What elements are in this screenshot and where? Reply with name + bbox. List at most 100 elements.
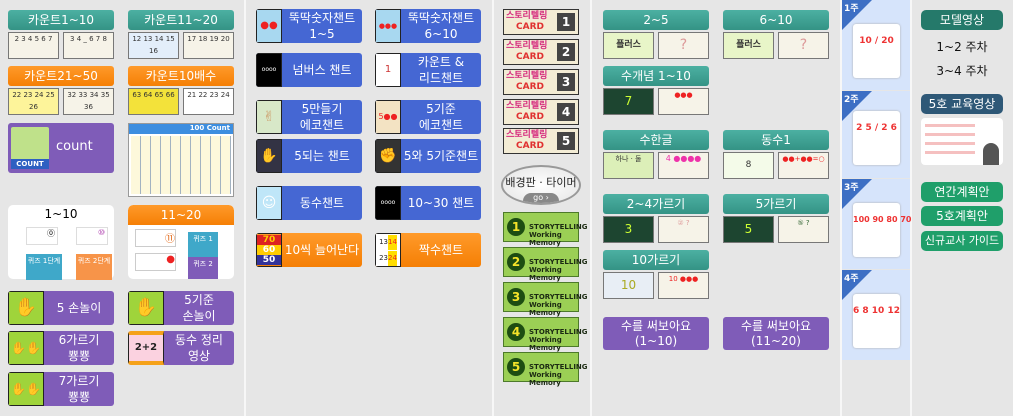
- week-card[interactable]: 100 90 80 70: [853, 203, 911, 257]
- number-hangul-button[interactable]: 수한글: [603, 130, 709, 150]
- count-multiples-10-button[interactable]: 카운트10배수: [128, 66, 234, 86]
- blackboard-thumb[interactable]: 7: [603, 88, 654, 115]
- doubles-1-button[interactable]: 동수1: [723, 130, 829, 150]
- weeks-3-4-link[interactable]: 3~4 주차: [936, 64, 988, 78]
- hand-play-5-base-button[interactable]: ✋5기준 손놀이: [128, 291, 234, 325]
- eleven-card[interactable]: ⑪: [135, 229, 176, 247]
- split-7-button[interactable]: ✋✋7가르기 뿅뿅: [8, 372, 114, 406]
- count-11-20-thumb-b[interactable]: 17 18 19 20: [183, 32, 234, 59]
- doubles-chant-button[interactable]: ☺동수챈트: [256, 186, 362, 220]
- quiz-level-2-button[interactable]: 퀴즈 2단계: [76, 254, 112, 280]
- split-2-4-button[interactable]: 2~4가르기: [603, 194, 709, 214]
- becoming-5-chant-button[interactable]: ✋5되는 챈트: [256, 139, 362, 173]
- quiz-2-button[interactable]: 퀴즈 2: [188, 257, 218, 279]
- story-title: 스토리텔링: [506, 130, 548, 140]
- ten-thumb[interactable]: 10: [603, 272, 654, 299]
- doubles-thumb-b[interactable]: ●●+●●=○: [778, 152, 829, 179]
- question-thumb[interactable]: ?: [778, 32, 829, 59]
- count-icon: COUNT 2: [11, 127, 49, 169]
- split-5-button[interactable]: 5가르기: [723, 194, 829, 214]
- count-x10-thumb-a[interactable]: 63 64 65 66: [128, 88, 179, 115]
- button-label: 5기준 손놀이: [182, 293, 216, 323]
- doubles-thumb-a[interactable]: 8: [723, 152, 774, 179]
- button-label: 5기준 에코챈트: [418, 102, 464, 132]
- zero-card[interactable]: ⓪: [26, 227, 58, 245]
- number-chant-1-5-button[interactable]: ●●뚝딱숫자챈트 1~5: [256, 9, 362, 43]
- apples-thumb[interactable]: ●●●: [658, 88, 709, 115]
- background-timer-button[interactable]: 배경판 · 타이머 go ›: [501, 165, 581, 205]
- annual-plan-button[interactable]: 연간계획안: [921, 182, 1003, 202]
- count-button[interactable]: COUNT 2 count: [8, 123, 114, 173]
- split-10-thumb[interactable]: 10 ●●●: [658, 272, 709, 299]
- five-and-base-5-chant-button[interactable]: ✊5와 5기준챈트: [375, 139, 481, 173]
- presenter-icon: [983, 143, 999, 165]
- blackboard-thumb[interactable]: 5: [723, 216, 774, 243]
- question-thumb[interactable]: ?: [658, 32, 709, 59]
- education-video-thumbnail[interactable]: [921, 118, 1003, 165]
- split-thumb[interactable]: ② ?: [658, 216, 709, 243]
- plus-6-10-button[interactable]: 6~10: [723, 10, 829, 30]
- plus-thumb[interactable]: 플러스: [723, 32, 774, 59]
- quiz-1-button[interactable]: 퀴즈 1: [188, 232, 218, 258]
- week-card[interactable]: 10 / 20: [853, 24, 900, 78]
- count-1-10-thumb-b[interactable]: 3 4 _ 6 7 8: [63, 32, 114, 59]
- count-1-10-button[interactable]: 카운트1~10: [8, 10, 114, 30]
- number-chant-6-10-button[interactable]: ●●●뚝딱숫자챈트 6~10: [375, 9, 481, 43]
- base-5-echo-chant-button[interactable]: 5●●5기준 에코챈트: [375, 100, 481, 134]
- plan-5-button[interactable]: 5호계획안: [921, 206, 1003, 226]
- count-11-20-button[interactable]: 카운트11~20: [128, 10, 234, 30]
- quiz-level-1-button[interactable]: 퀴즈 1단계: [26, 254, 62, 280]
- split-10-button[interactable]: 10가르기: [603, 250, 709, 270]
- count-21-50-thumb-a[interactable]: 22 23 24 25 26: [8, 88, 59, 115]
- week-card[interactable]: 6 8 10 12: [853, 294, 900, 348]
- count-label: count: [56, 139, 93, 154]
- hangul-thumb-b[interactable]: 4 ●●●●: [658, 152, 709, 179]
- new-teacher-guide-button[interactable]: 신규교사 가이드: [921, 231, 1003, 251]
- split-thumb[interactable]: ⑤ ?: [778, 216, 829, 243]
- plus-thumb[interactable]: 플러스: [603, 32, 654, 59]
- write-numbers-1-10-button[interactable]: 수를 써보아요 (1~10): [603, 317, 709, 350]
- hand-play-5-button[interactable]: ✋5 손놀이: [8, 291, 114, 325]
- v-hand-icon: ✌: [256, 100, 282, 134]
- count-11-20-thumb-a[interactable]: 12 13 14 15 16: [128, 32, 179, 59]
- blackboard-thumb[interactable]: 3: [603, 216, 654, 243]
- make-5-echo-chant-button[interactable]: ✌5만들기 에코챈트: [256, 100, 362, 134]
- count-100-label: 100 Count: [129, 124, 233, 134]
- split-6-button[interactable]: ✋✋6가르기 뿅뿅: [8, 331, 114, 365]
- model-video-button[interactable]: 모델영상: [921, 10, 1003, 30]
- hangul-thumb-a[interactable]: 하나 · 둘: [603, 152, 654, 179]
- number-concept-button[interactable]: 수개념 1~10: [603, 66, 709, 86]
- education-video-button[interactable]: 5호 교육영상: [921, 94, 1003, 114]
- week-card[interactable]: 2 5 / 2 6: [853, 111, 900, 165]
- count-100-chart[interactable]: 100 Count: [128, 123, 234, 197]
- weeks-1-2-link[interactable]: 1~2 주차: [936, 40, 988, 54]
- count-21-50-thumb-b[interactable]: 32 33 34 35 36: [63, 88, 114, 115]
- plus-2-5-button[interactable]: 2~5: [603, 10, 709, 30]
- twenty-card[interactable]: ●: [135, 253, 176, 271]
- count-1-10-thumb-a[interactable]: 2 3 4 5 6 7: [8, 32, 59, 59]
- count-x10-thumb-b[interactable]: 21 22 23 24: [183, 88, 234, 115]
- write-numbers-11-20-button[interactable]: 수를 써보아요 (11~20): [723, 317, 829, 350]
- count-21-50-button[interactable]: 카운트21~50: [8, 66, 114, 86]
- ten-card[interactable]: ⑩: [76, 227, 108, 245]
